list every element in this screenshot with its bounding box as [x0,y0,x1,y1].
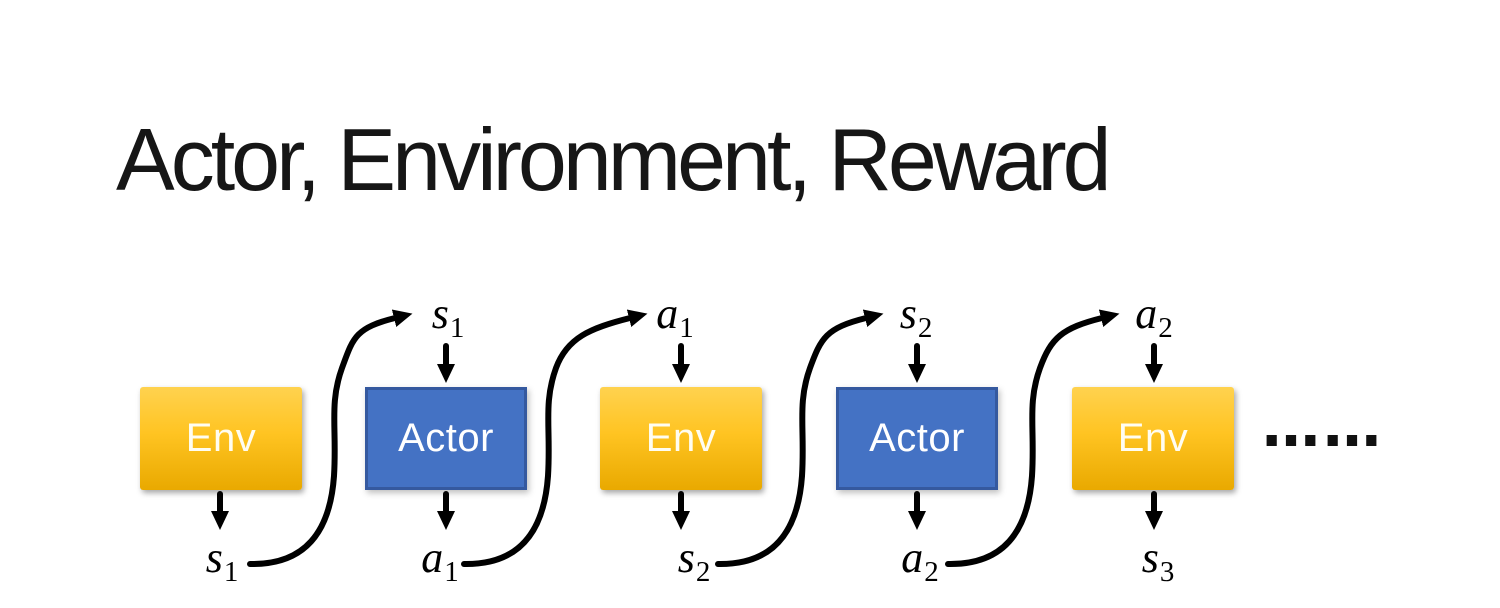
page-title: Actor, Environment, Reward [116,110,1112,209]
action-label-a2-top: a2 [1135,289,1173,344]
env-box-1: Env [140,387,302,490]
actor-box-1: Actor [365,387,527,490]
env-box-label: Env [1117,416,1189,460]
state-label-s2-top: s2 [899,289,933,344]
state-label-s3-bottom: s3 [1141,533,1175,588]
env-box-label: Env [185,416,257,460]
actor-box-2: Actor [836,387,998,490]
actor-box-label: Actor [869,416,965,460]
env-box-3: Env [1072,387,1234,490]
state-label-s1-top: s1 [431,289,465,344]
actor-box-label: Actor [398,416,494,460]
action-label-a1-top: a1 [656,289,694,344]
action-label-a2-bottom: a2 [901,533,939,588]
state-label-s2-bottom: s2 [677,533,711,588]
env-box-label: Env [645,416,717,460]
env-box-2: Env [600,387,762,490]
action-label-a1-bottom: a1 [421,533,459,588]
continuation-ellipsis: …… [1262,392,1384,460]
state-label-s1-bottom: s1 [205,533,239,588]
